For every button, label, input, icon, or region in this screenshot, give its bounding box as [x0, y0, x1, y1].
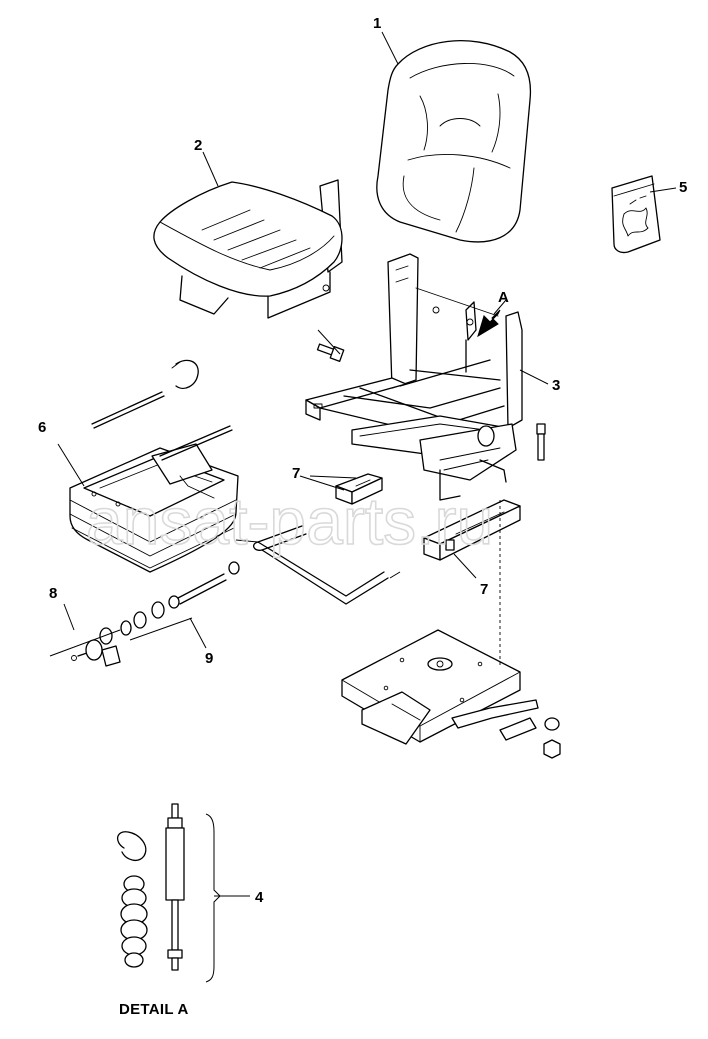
suspension-bellows-base[interactable]: [69, 443, 239, 573]
adjusting-bolt-assembly[interactable]: [71, 627, 121, 667]
seat-cushion[interactable]: [153, 179, 343, 319]
watermark-text: ansat-parts.ru: [86, 484, 493, 558]
callout-7-lower: 7: [480, 581, 488, 598]
detail-a-arrow: [477, 309, 501, 338]
backrest-cushion[interactable]: [376, 40, 532, 243]
detail-a-circlip[interactable]: [117, 831, 147, 862]
seat-mounting-bolt[interactable]: [316, 343, 345, 362]
washer-stack[interactable]: [120, 561, 240, 636]
frame-bolt[interactable]: [536, 423, 546, 461]
callout-3: 3: [552, 377, 560, 394]
callout-2: 2: [194, 137, 202, 154]
callout-9: 9: [205, 650, 213, 667]
callout-7-upper: 7: [292, 465, 300, 482]
callout-1: 1: [373, 15, 381, 32]
suspension-frame[interactable]: [305, 253, 523, 501]
callout-5: 5: [679, 179, 687, 196]
leader-lines: [49, 31, 677, 897]
base-nut-and-washer[interactable]: [543, 717, 561, 759]
detail-a-gas-spring[interactable]: [165, 803, 185, 971]
slide-release-handle[interactable]: [253, 525, 389, 605]
callout-A: A: [498, 289, 509, 306]
detail-a-bracket: [205, 813, 221, 983]
manual-pouch[interactable]: [611, 175, 661, 254]
rod-short[interactable]: [159, 425, 233, 461]
detail-a-label: DETAIL A: [119, 1001, 189, 1018]
swivel-base-plate[interactable]: [341, 629, 539, 745]
slide-rail-left[interactable]: [335, 473, 383, 505]
circlip-upper[interactable]: [171, 359, 199, 389]
callout-8: 8: [49, 585, 57, 602]
callout-4: 4: [255, 889, 264, 906]
detail-a-bellows-boot[interactable]: [120, 875, 148, 968]
callout-6: 6: [38, 419, 46, 436]
rod-long[interactable]: [91, 391, 165, 429]
